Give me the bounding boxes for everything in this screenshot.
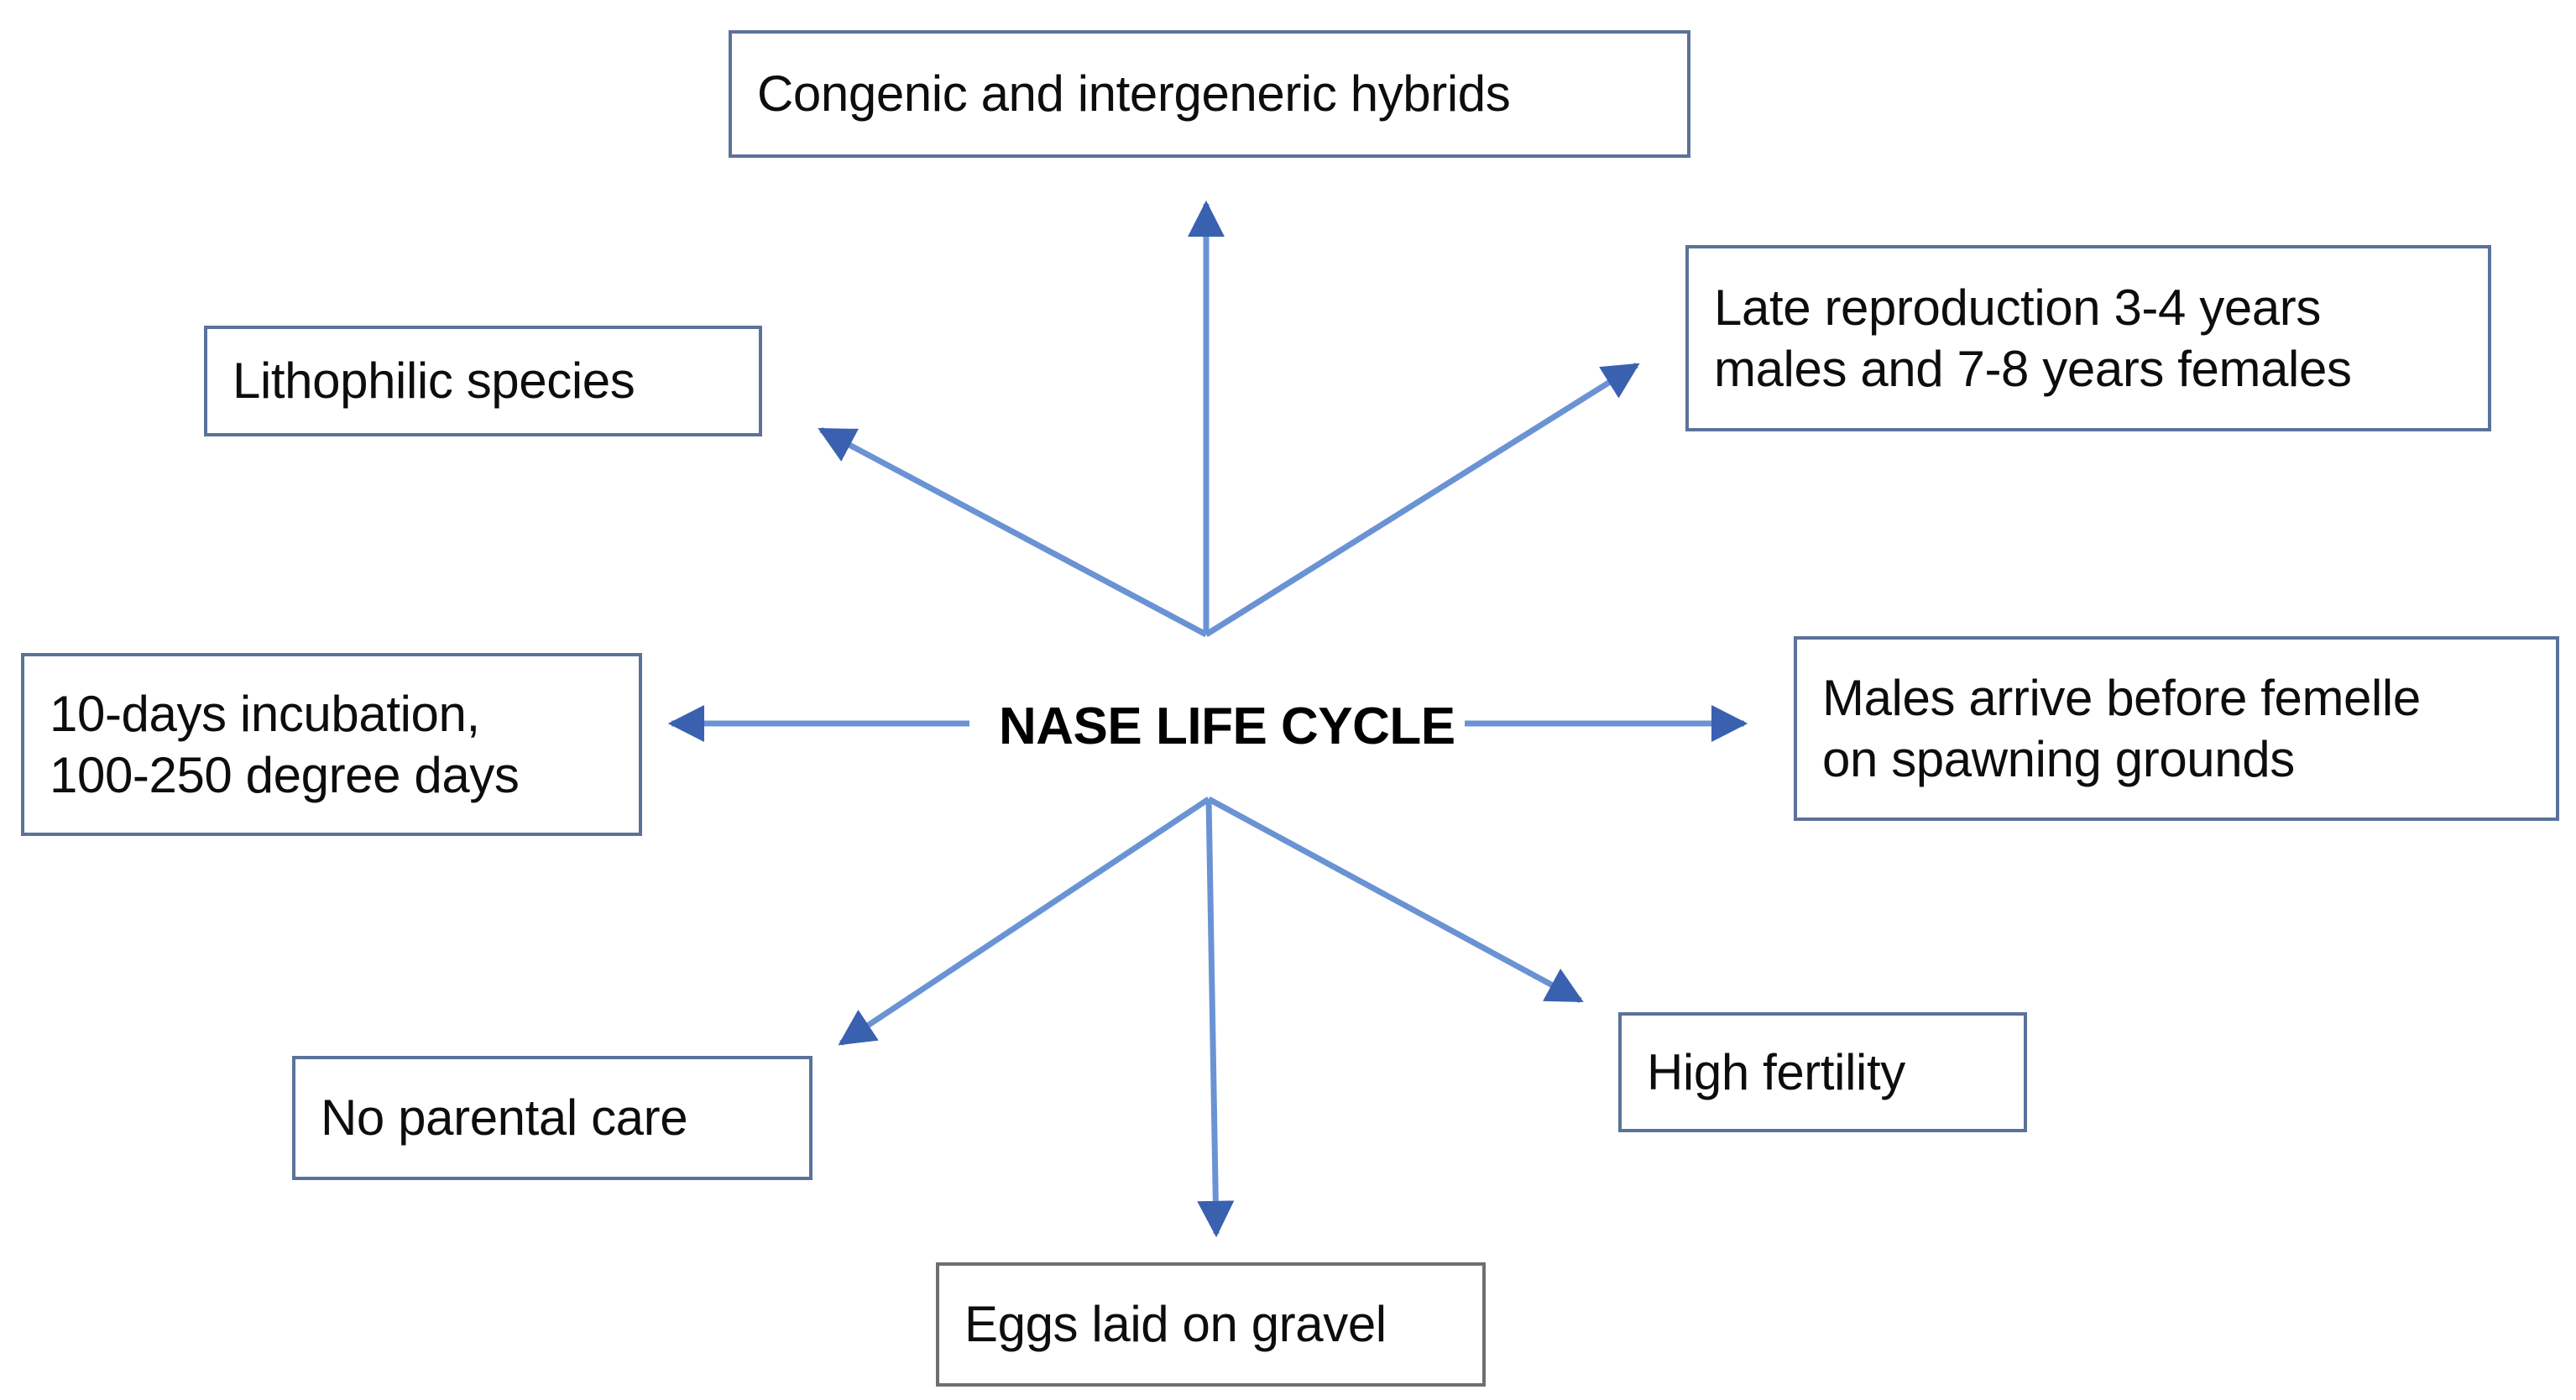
node-label: Males arrive before femelle on spawning … bbox=[1822, 669, 2421, 787]
connector-hub-to-lithophilic bbox=[818, 426, 1208, 638]
node-label: Late reproduction 3-4 years males and 7-… bbox=[1714, 279, 2352, 397]
node-label: Eggs laid on gravel bbox=[964, 1296, 1387, 1353]
node-label: Lithophilic species bbox=[233, 353, 635, 410]
node-label: Congenic and intergeneric hybrids bbox=[757, 65, 1511, 123]
node-box-incubation[interactable]: 10-days incubation, 100-250 degree days bbox=[21, 653, 642, 836]
node-box-males-arrive[interactable]: Males arrive before femelle on spawning … bbox=[1794, 636, 2559, 821]
connector-hub-to-late-reproduction bbox=[1204, 363, 1640, 637]
connector-hub-to-no-parental-care bbox=[838, 797, 1210, 1046]
connector-hub-to-eggs-gravel bbox=[1197, 798, 1235, 1238]
node-box-late-reproduction[interactable]: Late reproduction 3-4 years males and 7-… bbox=[1685, 245, 2491, 431]
node-label: No parental care bbox=[321, 1089, 688, 1147]
node-box-eggs-laid-on-gravel[interactable]: Eggs laid on gravel bbox=[936, 1262, 1486, 1387]
node-label: High fertility bbox=[1647, 1043, 1905, 1100]
node-box-no-parental-care[interactable]: No parental care bbox=[292, 1056, 813, 1180]
node-label: 10-days incubation, 100-250 degree days bbox=[50, 685, 520, 803]
node-box-high-fertility[interactable]: High fertility bbox=[1618, 1012, 2027, 1132]
connector-hub-to-high-fertility bbox=[1207, 796, 1584, 1004]
hub-label: NASE LIFE CYCLE bbox=[999, 697, 1455, 755]
node-box-congenic-hybrids[interactable]: Congenic and intergeneric hybrids bbox=[729, 30, 1690, 158]
node-box-lithophilic-species[interactable]: Lithophilic species bbox=[204, 326, 762, 436]
